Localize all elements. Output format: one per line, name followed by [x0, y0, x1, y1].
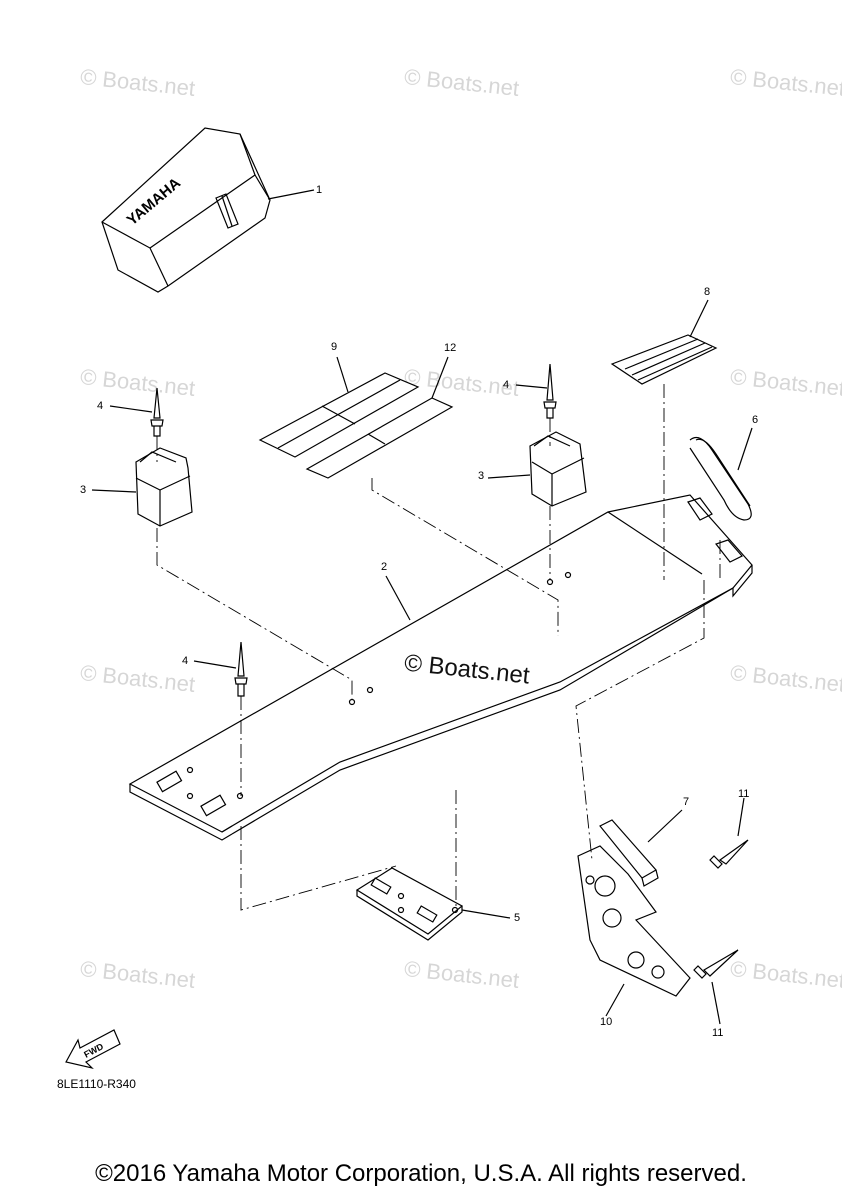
leader-line	[712, 982, 720, 1024]
callout-label: 6	[752, 414, 759, 426]
leader-line	[110, 406, 152, 412]
callout-label: 9	[331, 341, 338, 353]
copyright-notice: ©2016 Yamaha Motor Corporation, U.S.A. A…	[95, 1160, 747, 1187]
alignment-lines	[157, 384, 720, 910]
wire-part-6[interactable]	[690, 438, 751, 520]
callout-label: 7	[683, 796, 690, 808]
leader-line	[690, 300, 708, 337]
bracket-part-3-right[interactable]	[530, 432, 586, 506]
pad-part-8[interactable]	[612, 335, 716, 384]
callout-label: 4	[503, 379, 510, 391]
callout-label: 4	[182, 655, 189, 667]
rivet-part-11-b[interactable]	[694, 950, 738, 978]
leader-line	[337, 357, 348, 392]
callout-label: 2	[381, 561, 388, 573]
rivet-part-11-a[interactable]	[710, 840, 748, 868]
plate-part-5[interactable]	[357, 868, 462, 940]
drawing-code: 8LE1110-R340	[57, 1077, 136, 1091]
decal-part-12[interactable]	[307, 398, 452, 478]
decal-part-9[interactable]	[260, 373, 418, 457]
callout-label: 4	[97, 400, 104, 412]
rivet-part-4-b[interactable]	[544, 364, 556, 418]
leader-line	[488, 475, 530, 478]
leader-line	[92, 490, 136, 492]
leader-line	[516, 385, 547, 388]
callout-label: 11	[738, 788, 750, 800]
leader-line	[462, 910, 510, 918]
leader-line	[268, 190, 314, 199]
rivet-part-4-a[interactable]	[151, 388, 163, 436]
leader-line	[738, 428, 752, 470]
callout-label: 3	[80, 484, 87, 496]
bracket-plate-part-10[interactable]	[578, 846, 690, 996]
leader-line	[432, 357, 448, 398]
tray-part-2[interactable]	[130, 495, 752, 840]
callout-label: 12	[444, 342, 457, 354]
callout-label: 10	[600, 1016, 613, 1028]
leader-line	[606, 984, 624, 1016]
cover-part[interactable]: YAMAHA	[102, 128, 270, 292]
bracket-part-3-left[interactable]	[136, 448, 192, 526]
callout-label: 5	[514, 912, 521, 924]
callout-label: 1	[316, 184, 323, 196]
block-part-7[interactable]	[600, 820, 658, 886]
rivet-part-4-c[interactable]	[235, 642, 247, 696]
fwd-arrow-icon: FWD	[66, 1030, 120, 1068]
callout-label: 3	[478, 470, 485, 482]
callout-label: 11	[712, 1027, 724, 1039]
leader-line	[738, 798, 744, 836]
callout-label: 8	[704, 286, 711, 298]
leader-line	[194, 661, 236, 668]
leader-line	[648, 810, 682, 842]
leader-line	[386, 576, 410, 620]
parts-diagram: YAMAHA	[0, 0, 842, 1130]
